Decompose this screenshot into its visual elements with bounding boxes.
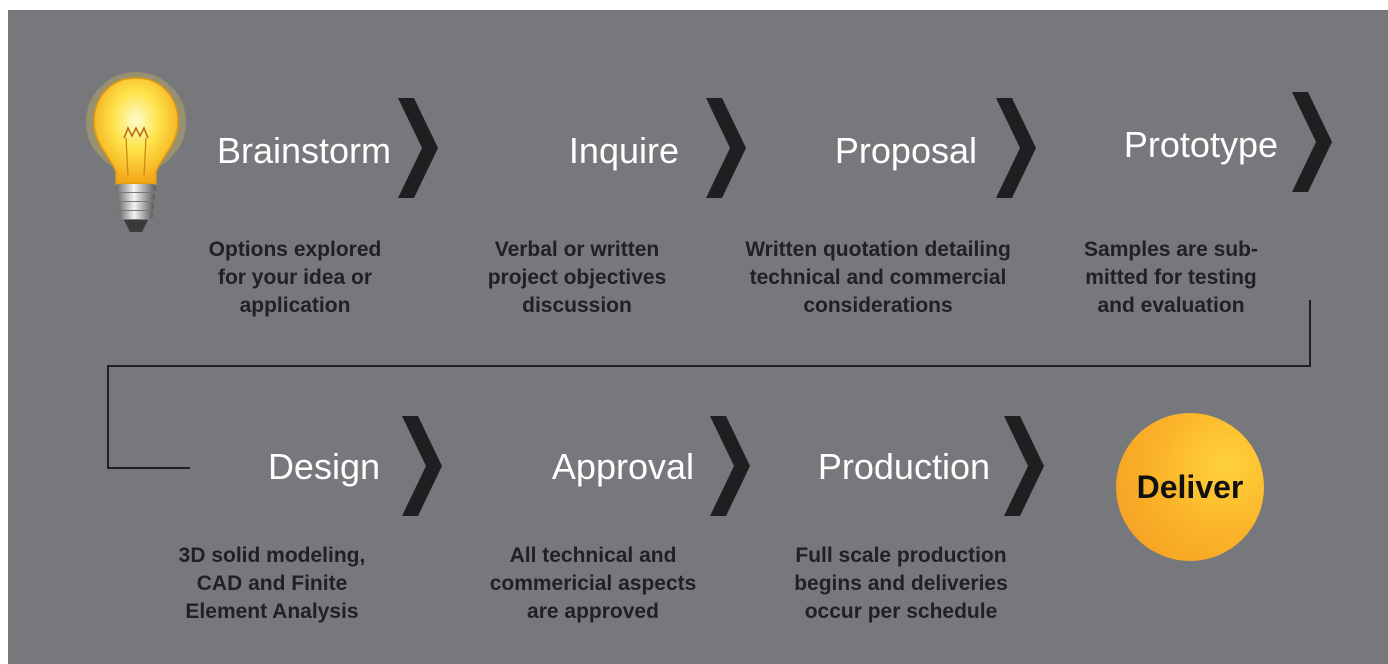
- chevron-right-icon: [1292, 92, 1332, 192]
- chevron-right-icon: [398, 98, 438, 198]
- chevron-right-icon: [710, 416, 750, 516]
- deliver-label: Deliver: [1136, 468, 1244, 505]
- step-title-production: Production: [817, 446, 990, 487]
- step-title-design: Design: [267, 446, 380, 487]
- step-title-prototype: Prototype: [1123, 124, 1278, 165]
- lightbulb-icon: [86, 72, 186, 232]
- step-title-approval: Approval: [551, 446, 694, 487]
- chevron-right-icon: [706, 98, 746, 198]
- chevron-right-icon: [1004, 416, 1044, 516]
- step-title-proposal: Proposal: [834, 130, 977, 171]
- deliver-badge: Deliver: [1116, 413, 1264, 561]
- chevron-right-icon: [402, 416, 442, 516]
- step-title-inquire: Inquire: [568, 130, 679, 171]
- chevron-right-icon: [996, 98, 1036, 198]
- process-diagram: [8, 10, 1388, 664]
- step-title-brainstorm: Brainstorm: [216, 130, 391, 171]
